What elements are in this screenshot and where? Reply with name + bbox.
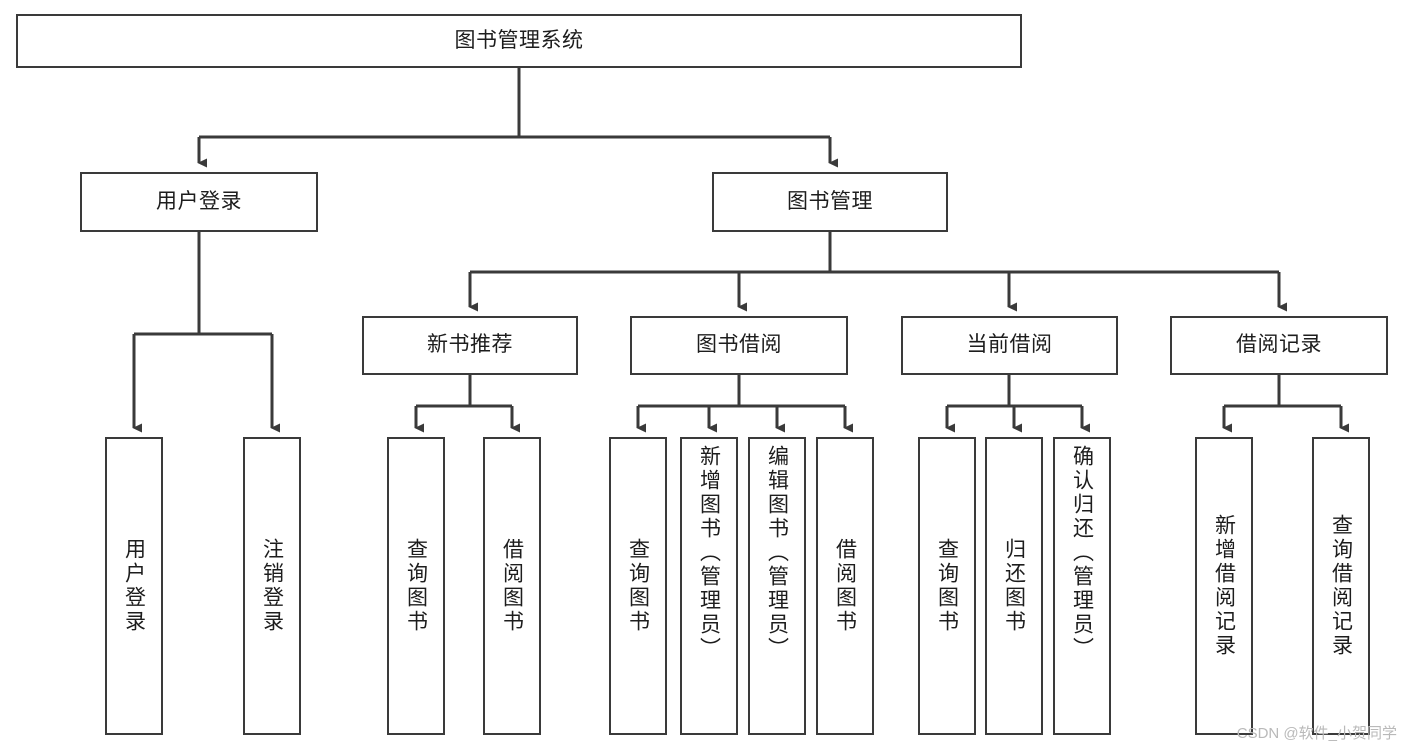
node-leaf-query-book-2[interactable]: 查询图书 — [609, 437, 667, 735]
node-leaf-query-borrow-record-label: 查询借阅记录 — [1329, 514, 1353, 658]
node-book-management[interactable]: 图书管理 — [712, 172, 948, 232]
node-current-borrow-label: 当前借阅 — [966, 333, 1053, 357]
node-leaf-add-borrow-record-label: 新增借阅记录 — [1212, 514, 1236, 658]
node-leaf-logout[interactable]: 注销登录 — [243, 437, 301, 735]
node-leaf-add-book-admin-label: 新增图书（管理员） — [697, 445, 721, 661]
node-leaf-logout-label: 注销登录 — [260, 538, 284, 634]
node-leaf-user-login-label: 用户登录 — [122, 538, 146, 634]
node-book-management-label: 图书管理 — [787, 189, 873, 213]
node-borrow-record[interactable]: 借阅记录 — [1170, 316, 1388, 375]
node-book-borrow-label: 图书借阅 — [696, 333, 782, 357]
node-leaf-borrow-book-1-label: 借阅图书 — [500, 538, 524, 634]
node-root[interactable]: 图书管理系统 — [16, 14, 1022, 68]
node-new-book-recommend[interactable]: 新书推荐 — [362, 316, 578, 375]
node-leaf-return-book[interactable]: 归还图书 — [985, 437, 1043, 735]
node-leaf-edit-book-admin-label: 编辑图书（管理员） — [765, 445, 789, 661]
node-leaf-return-book-label: 归还图书 — [1002, 538, 1026, 634]
node-leaf-add-borrow-record[interactable]: 新增借阅记录 — [1195, 437, 1253, 735]
node-leaf-user-login[interactable]: 用户登录 — [105, 437, 163, 735]
node-user-login-label: 用户登录 — [156, 189, 242, 213]
node-borrow-record-label: 借阅记录 — [1236, 333, 1322, 357]
node-leaf-query-borrow-record[interactable]: 查询借阅记录 — [1312, 437, 1370, 735]
node-leaf-query-book-2-label: 查询图书 — [626, 538, 650, 634]
node-leaf-borrow-book-2[interactable]: 借阅图书 — [816, 437, 874, 735]
node-leaf-add-book-admin[interactable]: 新增图书（管理员） — [680, 437, 738, 735]
node-leaf-query-book-1-label: 查询图书 — [404, 538, 428, 634]
node-root-label: 图书管理系统 — [454, 28, 584, 52]
node-current-borrow[interactable]: 当前借阅 — [901, 316, 1118, 375]
node-new-book-recommend-label: 新书推荐 — [427, 333, 513, 357]
csdn-watermark: CSDN @软件_小贺同学 — [1236, 725, 1397, 742]
node-leaf-confirm-return-admin[interactable]: 确认归还（管理员） — [1053, 437, 1111, 735]
node-leaf-query-book-3-label: 查询图书 — [935, 538, 959, 634]
node-user-login[interactable]: 用户登录 — [80, 172, 318, 232]
node-leaf-borrow-book-2-label: 借阅图书 — [833, 538, 857, 634]
node-leaf-confirm-return-admin-label: 确认归还（管理员） — [1070, 445, 1094, 661]
node-leaf-edit-book-admin[interactable]: 编辑图书（管理员） — [748, 437, 806, 735]
node-book-borrow[interactable]: 图书借阅 — [630, 316, 848, 375]
node-leaf-query-book-1[interactable]: 查询图书 — [387, 437, 445, 735]
node-leaf-borrow-book-1[interactable]: 借阅图书 — [483, 437, 541, 735]
node-leaf-query-book-3[interactable]: 查询图书 — [918, 437, 976, 735]
